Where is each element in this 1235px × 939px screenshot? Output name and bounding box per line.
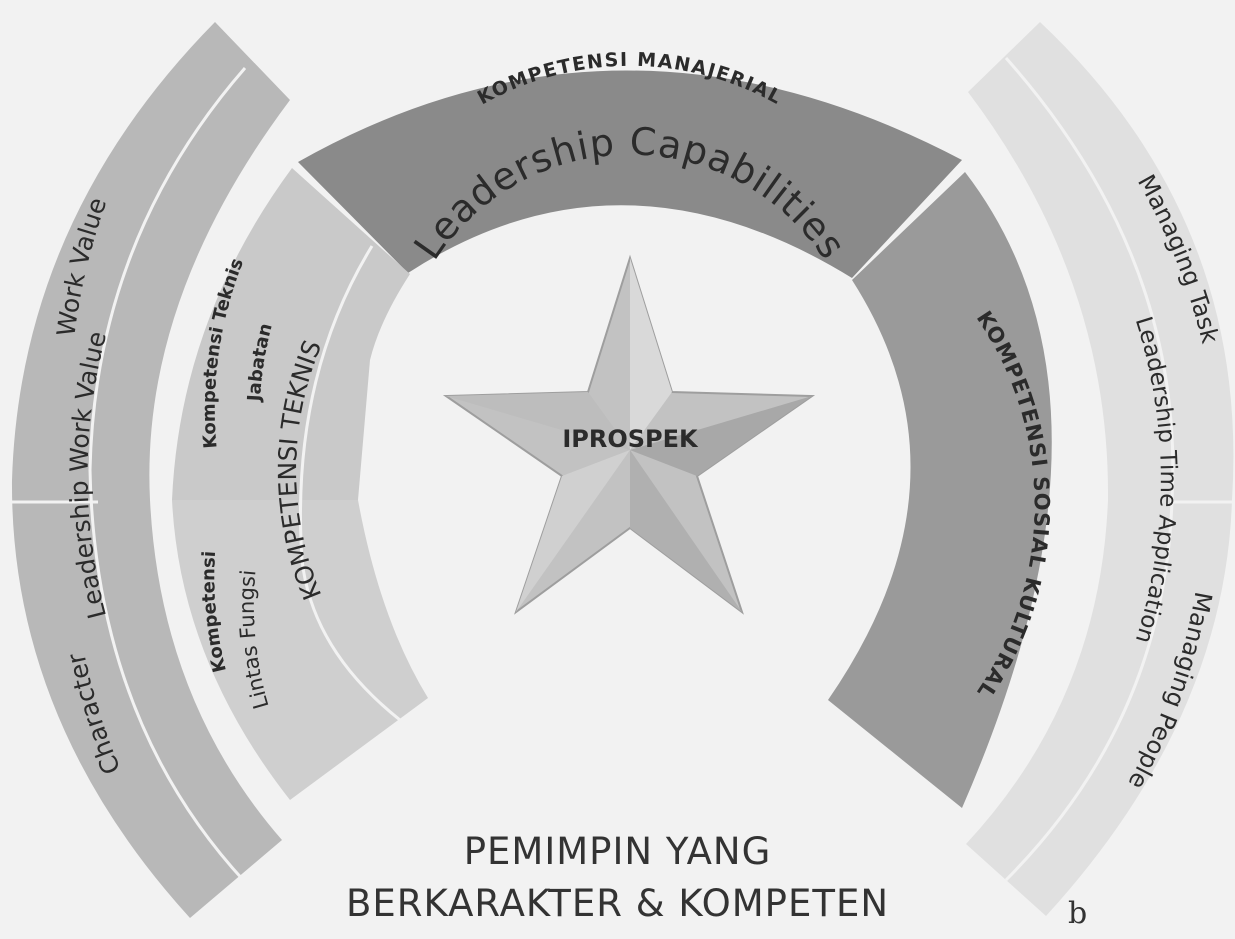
manajerial-segment	[298, 70, 962, 278]
kompetensi-teknis-lower	[172, 500, 428, 800]
star-icon	[442, 254, 816, 615]
corner-mark: b	[1068, 896, 1088, 931]
time-application-divider	[1004, 57, 1175, 882]
caption-line-1: PEMIMPIN YANG	[463, 830, 772, 873]
work-value-band	[11, 22, 290, 918]
sosial-kultural-segment	[828, 172, 1052, 808]
time-application-band	[966, 22, 1234, 916]
center-label: IPROSPEK	[562, 425, 699, 453]
caption-line-2: BERKARAKTER & KOMPETEN	[346, 882, 889, 925]
teknis-inner-divider	[299, 245, 401, 722]
kompetensi-teknis-upper	[172, 168, 410, 500]
work-value-divider	[88, 67, 247, 884]
